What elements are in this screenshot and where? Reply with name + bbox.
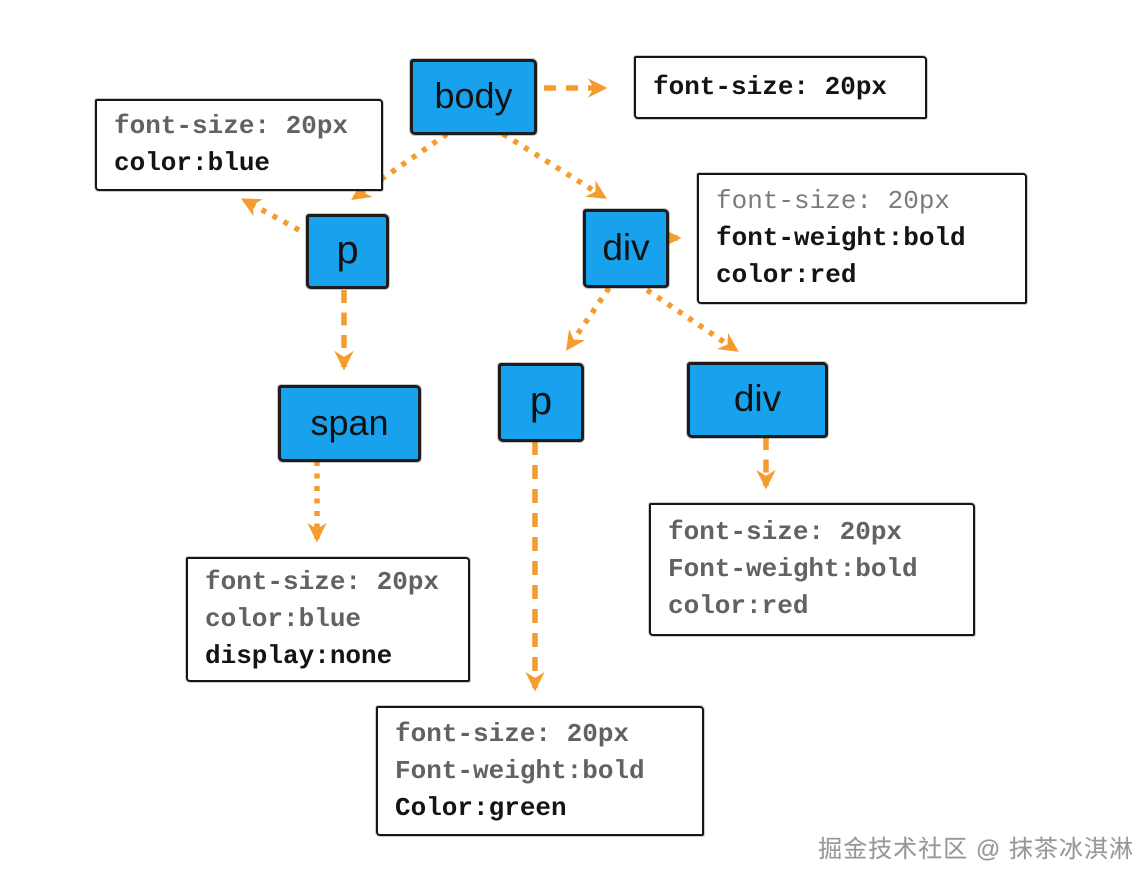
css-rule-line: color:red <box>716 260 857 290</box>
css-rule-line: color:red <box>668 591 809 621</box>
style-box-div: font-size: 20px font-weight:bold color:r… <box>697 173 1027 304</box>
arrow-body-to-div <box>501 131 607 200</box>
css-rule-line: Color:green <box>395 792 567 823</box>
css-rule-line: color:blue <box>205 604 362 634</box>
node-div-child-label: div <box>733 378 782 419</box>
css-rule-line: display:none <box>205 641 393 671</box>
style-box-span: font-size: 20px color:blue display:none <box>186 557 470 682</box>
node-div-right: div <box>583 209 669 288</box>
css-rule-line: color:blue <box>114 148 271 178</box>
node-p-left: p <box>306 214 389 289</box>
node-body: body <box>410 59 537 135</box>
node-span: span <box>278 385 421 462</box>
style-box-body: font-size: 20px <box>634 56 927 119</box>
node-body-label: body <box>434 75 513 116</box>
css-rule-line: font-size: 20px <box>205 567 440 597</box>
css-rule-line: Font-weight:bold <box>395 755 645 786</box>
css-rule-line: Font-weight:bold <box>668 554 918 584</box>
watermark: 掘金技术社区 @ 抹茶冰淇淋 <box>818 836 1134 863</box>
node-p-child: p <box>498 363 584 442</box>
arrow-div-to-p2 <box>565 286 612 351</box>
node-div-right-label: div <box>602 226 650 268</box>
css-rule-line: font-size: 20px <box>114 111 349 141</box>
arrow-p-to-p-style <box>240 197 301 233</box>
css-rule-line: font-size: 20px <box>668 517 903 547</box>
node-p-left-label: p <box>336 228 359 272</box>
node-div-child: div <box>687 362 828 438</box>
style-box-p: font-size: 20px color:blue <box>95 99 383 191</box>
css-rule-line: font-size: 20px <box>653 72 888 102</box>
style-box-p-child: font-size: 20px Font-weight:bold Color:g… <box>376 706 704 836</box>
node-span-label: span <box>310 401 389 443</box>
node-p-child-label: p <box>529 379 553 423</box>
style-box-div-child: font-size: 20px Font-weight:bold color:r… <box>649 503 975 636</box>
css-rule-line: font-weight:bold <box>716 223 966 253</box>
css-rule-line: font-size: 20px <box>395 718 630 749</box>
css-rule-line: font-size: 20px <box>716 186 951 216</box>
